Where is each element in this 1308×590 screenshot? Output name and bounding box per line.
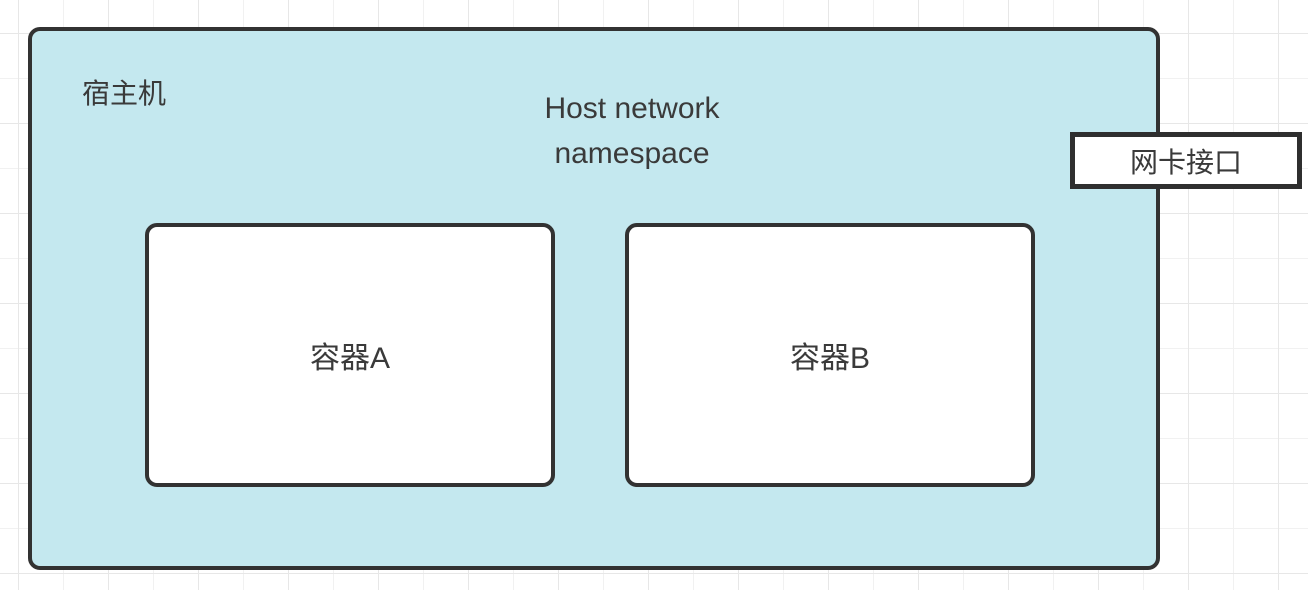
network-interface-box: 网卡接口 bbox=[1070, 132, 1302, 189]
host-machine-label: 宿主机 bbox=[82, 78, 167, 109]
container-b-box: 容器B bbox=[625, 223, 1035, 487]
host-network-namespace-title-line1: Host network bbox=[544, 92, 720, 125]
host-network-namespace-title-line2: namespace bbox=[554, 137, 710, 170]
container-a-box: 容器A bbox=[145, 223, 555, 487]
container-b-label: 容器B bbox=[789, 342, 870, 375]
host-network-namespace-title: Host network namespace bbox=[432, 86, 832, 176]
network-interface-label: 网卡接口 bbox=[1129, 146, 1242, 178]
container-a-label: 容器A bbox=[309, 342, 390, 375]
